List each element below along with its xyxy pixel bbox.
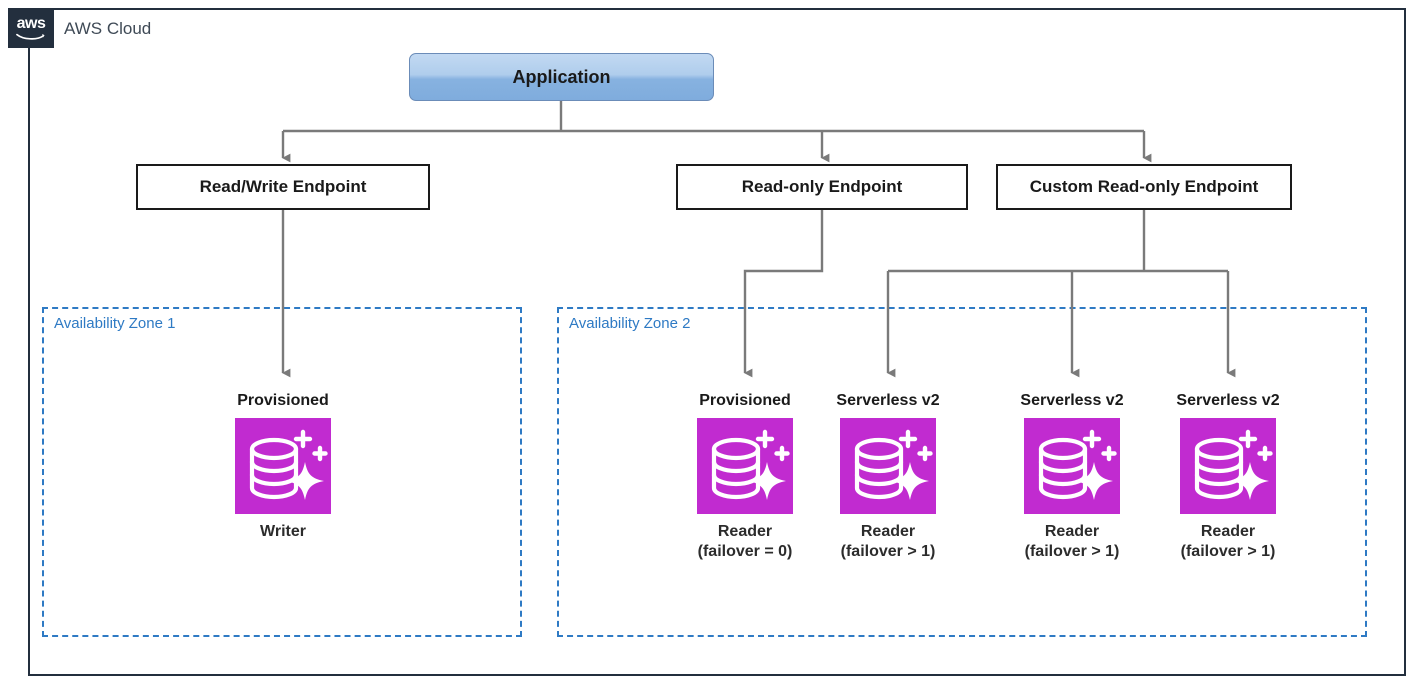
endpoint-read-only-label: Read-only Endpoint	[741, 177, 903, 196]
availability-zone-1-label: Availability Zone 1	[54, 315, 176, 332]
instance-reader-serverless-1[interactable]: Serverless v2 Reader (failover > 1)	[813, 392, 963, 562]
instance-reader-serverless-2-role: Reader (failover > 1)	[1024, 523, 1120, 560]
aurora-database-icon	[1024, 418, 1120, 514]
aurora-database-icon	[1180, 418, 1276, 514]
instance-reader-serverless-2[interactable]: Serverless v2 Reader (failover > 1)	[997, 392, 1147, 562]
aurora-database-icon	[697, 418, 793, 514]
instance-writer[interactable]: Provisioned Writer	[208, 392, 358, 542]
instance-reader-serverless-3-type: Serverless v2	[1176, 392, 1280, 409]
instance-reader-provisioned-role: Reader (failover = 0)	[697, 523, 793, 560]
instance-reader-provisioned-type: Provisioned	[699, 392, 791, 409]
endpoint-custom-read-only-label: Custom Read-only Endpoint	[1029, 177, 1259, 196]
application-node[interactable]: Application	[409, 53, 714, 101]
endpoint-custom-read-only[interactable]: Custom Read-only Endpoint	[996, 164, 1292, 210]
instance-reader-serverless-2-type: Serverless v2	[1020, 392, 1124, 409]
aws-cloud-boundary	[28, 8, 1406, 676]
availability-zone-2-boundary: Availability Zone 2	[557, 307, 1367, 637]
endpoint-read-write[interactable]: Read/Write Endpoint	[136, 164, 430, 210]
aws-logo-text: aws	[16, 14, 46, 32]
instance-writer-type: Provisioned	[237, 392, 329, 409]
instance-reader-serverless-3[interactable]: Serverless v2 Reader (failover > 1)	[1153, 392, 1303, 562]
instance-writer-role: Writer	[260, 523, 306, 540]
instance-reader-serverless-1-role: Reader (failover > 1)	[840, 523, 936, 560]
endpoint-read-write-label: Read/Write Endpoint	[199, 177, 367, 196]
aws-smile-icon	[16, 33, 45, 40]
availability-zone-2-label: Availability Zone 2	[569, 315, 691, 332]
instance-reader-provisioned[interactable]: Provisioned Reader (failover = 0)	[670, 392, 820, 562]
instance-reader-serverless-1-type: Serverless v2	[836, 392, 940, 409]
aurora-database-icon	[840, 418, 936, 514]
aurora-database-icon	[235, 418, 331, 514]
endpoint-read-only[interactable]: Read-only Endpoint	[676, 164, 968, 210]
instance-reader-serverless-3-role: Reader (failover > 1)	[1180, 523, 1276, 560]
aws-logo-icon: aws	[8, 8, 54, 48]
aws-cloud-title: AWS Cloud	[64, 19, 152, 38]
application-label: Application	[512, 66, 611, 87]
